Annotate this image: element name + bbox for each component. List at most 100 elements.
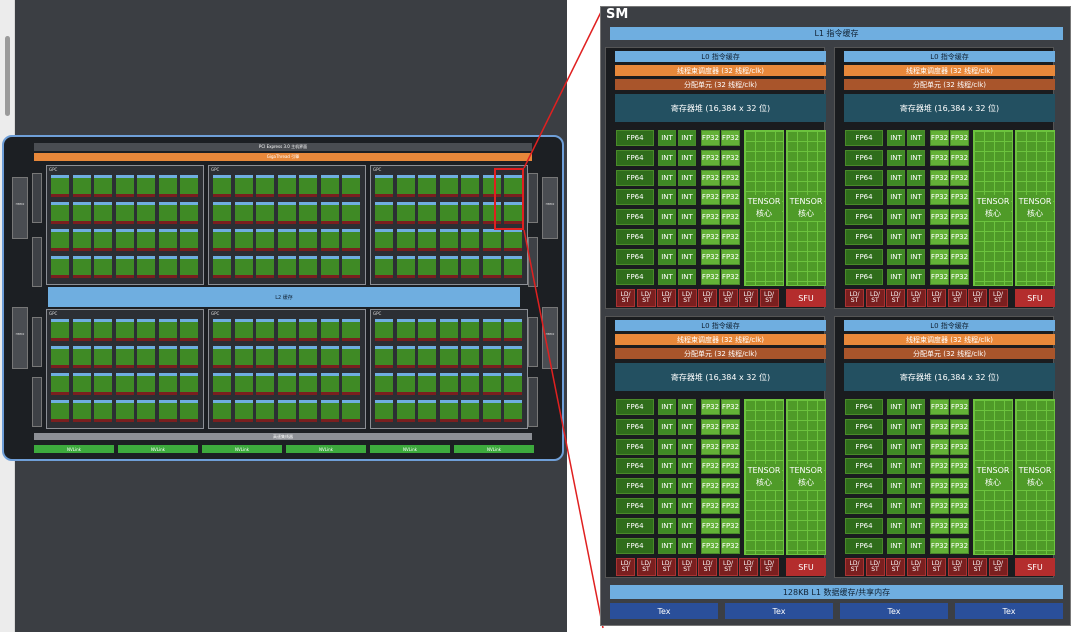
tensor-label-line2: 核心 bbox=[746, 476, 782, 489]
int-unit: INT bbox=[678, 130, 696, 146]
sm-tile bbox=[320, 256, 339, 278]
fp64-unit: FP64 bbox=[845, 498, 883, 514]
fp32-unit: FP32 bbox=[930, 268, 949, 285]
sm-tile bbox=[418, 400, 436, 422]
fp32-unit: FP32 bbox=[721, 189, 740, 206]
sm-tile bbox=[418, 346, 436, 368]
gpc-label: GPC bbox=[211, 167, 220, 172]
fp32-unit: FP32 bbox=[950, 189, 969, 206]
sm-tile bbox=[439, 202, 458, 224]
int-unit: INT bbox=[658, 517, 676, 534]
tensor-label-line1: TENSOR bbox=[975, 465, 1011, 476]
sm-tile bbox=[504, 256, 522, 278]
sm-tile bbox=[158, 229, 177, 251]
warp-scheduler: 线程束调度器 (32 线程/clk) bbox=[844, 65, 1055, 76]
ldst-unit: LD/ ST bbox=[739, 558, 758, 576]
fp32-unit: FP32 bbox=[721, 537, 740, 554]
fp32-unit: FP32 bbox=[721, 478, 740, 495]
fp32-unit: FP32 bbox=[950, 498, 969, 514]
ldst-unit: LD/ ST bbox=[988, 558, 1008, 576]
int-unit: INT bbox=[887, 418, 905, 435]
sm-tile bbox=[320, 319, 339, 341]
ldst-unit: LD/ ST bbox=[698, 558, 717, 576]
sm-tile bbox=[396, 202, 415, 224]
int-unit: INT bbox=[907, 517, 925, 534]
sm-tile bbox=[234, 400, 253, 422]
fp32-unit: FP32 bbox=[930, 478, 949, 495]
sm-tile bbox=[137, 319, 155, 341]
hbm2-label: HBM2 bbox=[545, 202, 555, 206]
sm-tile bbox=[213, 175, 231, 197]
sm-tile bbox=[115, 256, 134, 278]
sm-tile bbox=[94, 175, 112, 197]
nvlink-bar: NVLink bbox=[454, 445, 534, 453]
memory-controller bbox=[32, 237, 42, 287]
fp32-unit: FP32 bbox=[950, 149, 969, 166]
fp32-unit: FP32 bbox=[930, 418, 949, 435]
sm-tile bbox=[51, 373, 69, 395]
fp32-unit: FP32 bbox=[721, 248, 740, 265]
gpc-block: GPC bbox=[46, 165, 204, 285]
sm-tile bbox=[158, 256, 177, 278]
sm-tile bbox=[72, 373, 91, 395]
sm-tile bbox=[158, 175, 177, 197]
sm-tile bbox=[234, 256, 253, 278]
int-unit: INT bbox=[907, 458, 925, 475]
fp32-unit: FP32 bbox=[701, 517, 720, 534]
sm-tile bbox=[375, 346, 393, 368]
fp32-unit: FP32 bbox=[950, 478, 969, 495]
int-unit: INT bbox=[678, 399, 696, 415]
int-unit: INT bbox=[907, 130, 925, 146]
ldst-unit: LD/ ST bbox=[947, 289, 967, 307]
fp32-unit: FP32 bbox=[950, 458, 969, 475]
sm-tile bbox=[256, 319, 274, 341]
sm-tile bbox=[482, 346, 501, 368]
sm-tile bbox=[320, 229, 339, 251]
sm-tile bbox=[482, 229, 501, 251]
sm-tile bbox=[234, 229, 253, 251]
fp64-unit: FP64 bbox=[616, 130, 654, 146]
sm-tile bbox=[115, 400, 134, 422]
sm-tile bbox=[504, 373, 522, 395]
tex-unit: Tex bbox=[610, 603, 718, 619]
tensor-label-line1: TENSOR bbox=[746, 465, 782, 476]
ldst-unit: LD/ ST bbox=[718, 289, 738, 307]
sm-tile bbox=[320, 373, 339, 395]
sm-tile bbox=[342, 202, 360, 224]
sm-tile bbox=[375, 175, 393, 197]
sm-tile bbox=[375, 319, 393, 341]
sm-tile bbox=[72, 256, 91, 278]
fp32-unit: FP32 bbox=[721, 418, 740, 435]
ldst-unit: LD/ ST bbox=[968, 558, 987, 576]
hbm2-label: HBM2 bbox=[15, 332, 25, 336]
sm-tile bbox=[256, 175, 274, 197]
fp64-unit: FP64 bbox=[616, 537, 654, 554]
sm-tile bbox=[94, 400, 112, 422]
int-unit: INT bbox=[907, 169, 925, 186]
sm-tile bbox=[180, 202, 198, 224]
int-unit: INT bbox=[658, 189, 676, 206]
sm-tile bbox=[439, 256, 458, 278]
sm-detail: SM L1 指令缓存 L0 指令缓存线程束调度器 (32 线程/clk)分配单元… bbox=[600, 6, 1071, 626]
fp32-unit: FP32 bbox=[701, 209, 720, 226]
scrollbar-thumb[interactable] bbox=[5, 36, 10, 116]
fp32-unit: FP32 bbox=[950, 229, 969, 245]
gpc-block: GPC bbox=[208, 309, 366, 429]
dispatch-unit: 分配单元 (32 线程/clk) bbox=[844, 348, 1055, 359]
sm-tile bbox=[256, 400, 274, 422]
tensor-label-line2: 核心 bbox=[1017, 476, 1053, 489]
warp-scheduler: 线程束调度器 (32 线程/clk) bbox=[844, 334, 1055, 345]
fp32-unit: FP32 bbox=[701, 537, 720, 554]
int-unit: INT bbox=[658, 149, 676, 166]
sm-tile bbox=[234, 346, 253, 368]
int-unit: INT bbox=[887, 458, 905, 475]
sm-tile bbox=[342, 175, 360, 197]
zoom-line-bottom bbox=[523, 229, 604, 629]
fp32-unit: FP32 bbox=[930, 169, 949, 186]
ldst-unit: LD/ ST bbox=[636, 289, 656, 307]
